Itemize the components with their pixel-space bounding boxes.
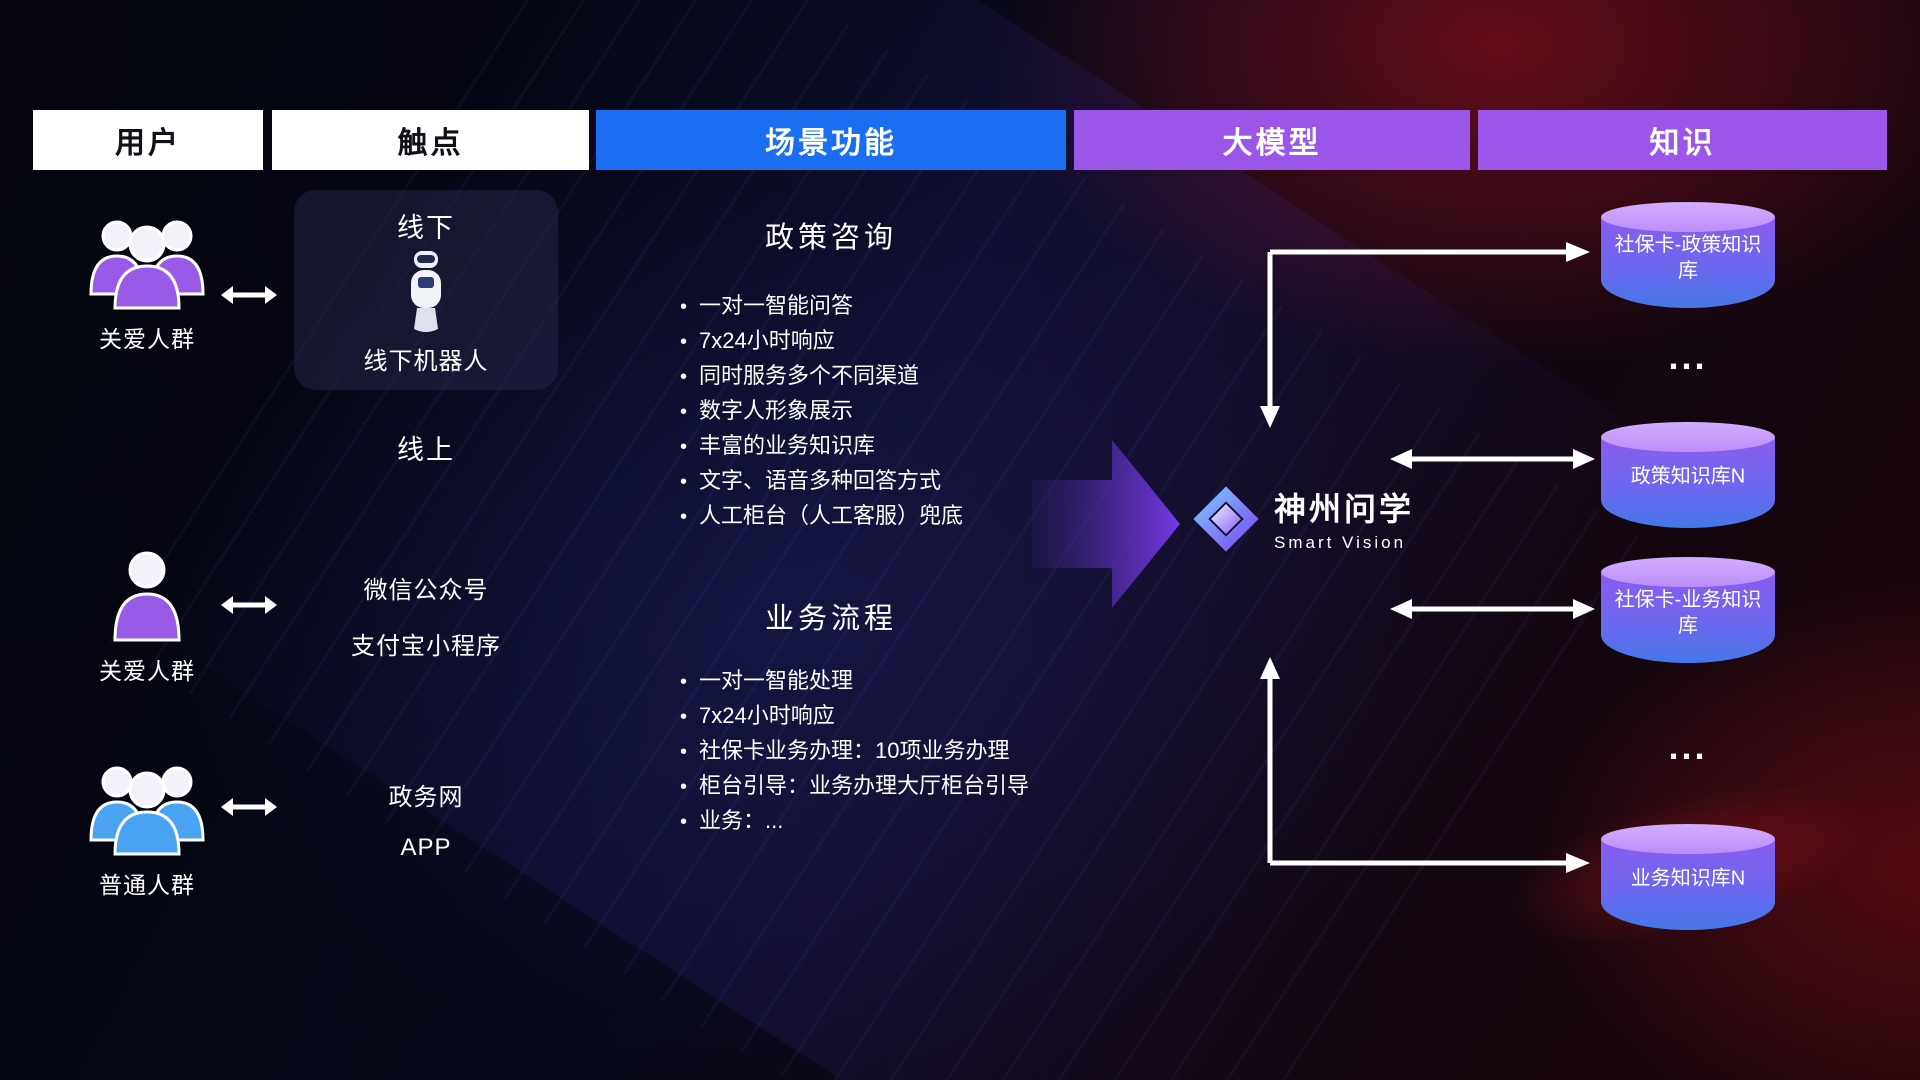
list-item: 社保卡业务办理：10项业务办理 — [680, 734, 1110, 769]
logo-text: 神州问学 Smart Vision — [1274, 484, 1414, 553]
cylinder-top — [1601, 202, 1775, 232]
channel-govweb: 政务网 — [388, 784, 464, 811]
channel-app: APP — [400, 834, 452, 861]
user-group-label: 关爱人群 — [99, 326, 195, 352]
column-header-scenario: 场景功能 — [596, 110, 1066, 170]
list-item: 7x24小时响应 — [680, 324, 1110, 359]
kb-socialcard-policy: 社保卡-政策知识库 — [1601, 202, 1775, 308]
elbow-arrow-top-icon — [1260, 242, 1590, 428]
logo-subtitle: Smart Vision — [1274, 533, 1407, 552]
logo-diamond-icon — [1193, 485, 1259, 552]
cylinder-body — [1601, 437, 1775, 528]
list-item: 数字人形象展示 — [680, 394, 1110, 429]
user-group-label: 普通人群 — [99, 872, 195, 898]
ellipsis: ... — [1668, 726, 1708, 767]
cylinder-top — [1601, 824, 1775, 854]
online-label: 线上 — [397, 435, 455, 465]
list-item: 一对一智能处理 — [680, 664, 1110, 699]
channel-alipay: 支付宝小程序 — [351, 633, 501, 660]
list-item: 7x24小时响应 — [680, 699, 1110, 734]
column-header-model: 大模型 — [1074, 110, 1470, 170]
people-group-blue-icon — [89, 766, 205, 856]
robot-icon — [411, 251, 441, 332]
user-group-label: 关爱人群 — [99, 658, 195, 684]
column-header-touchpoint: 触点 — [272, 110, 589, 170]
list-item: 同时服务多个不同渠道 — [680, 359, 1110, 394]
offline-label: 线下 — [397, 213, 455, 243]
ellipsis: ... — [1668, 336, 1708, 377]
section-title-process: 业务流程 — [764, 603, 897, 635]
cylinder-body — [1601, 217, 1775, 308]
list-item: 丰富的业务知识库 — [680, 429, 1110, 464]
cylinder-body — [1601, 839, 1775, 930]
column-header-knowledge: 知识 — [1478, 110, 1887, 170]
smart-vision-logo: 神州问学 Smart Vision — [1192, 484, 1414, 553]
person-purple-icon — [113, 551, 181, 642]
channel-wechat: 微信公众号 — [363, 577, 489, 604]
kb-policy-n: 政策知识库N — [1601, 422, 1775, 528]
kb-label: 社保卡-政策知识库 — [1614, 234, 1762, 283]
offline-touchpoint-card: 线下 线下机器人 — [294, 190, 558, 390]
list-item: 业务：... — [680, 804, 1110, 839]
user-group-care-1: 关爱人群 — [64, 206, 230, 354]
double-arrow-business-icon — [1390, 599, 1595, 619]
kb-label: 社保卡-业务知识库 — [1614, 589, 1762, 638]
logo-name: 神州问学 — [1274, 491, 1415, 527]
list-item: 一对一智能问答 — [680, 289, 1110, 324]
policy-feature-list: 一对一智能问答 7x24小时响应 同时服务多个不同渠道 数字人形象展示 丰富的业… — [680, 289, 1110, 534]
cylinder-top — [1601, 557, 1775, 587]
kb-socialcard-business: 社保卡-业务知识库 — [1601, 557, 1775, 663]
flow-arrow-icon — [1032, 440, 1180, 608]
people-group-purple-icon — [89, 220, 205, 310]
bidirectional-arrow-icon — [221, 798, 277, 816]
section-title-policy: 政策咨询 — [764, 222, 897, 254]
cylinder-top — [1601, 422, 1775, 452]
list-item: 人工柜台（人工客服）兜底 — [680, 499, 1110, 534]
kb-label: 政策知识库N — [1630, 465, 1746, 488]
offline-robot-label: 线下机器人 — [363, 348, 489, 375]
kb-business-n: 业务知识库N — [1601, 824, 1775, 930]
kb-label: 业务知识库N — [1630, 867, 1746, 890]
user-group-ordinary: 普通人群 — [64, 752, 230, 900]
list-item: 柜台引导：业务办理大厅柜台引导 — [680, 769, 1110, 804]
cylinder-body — [1601, 572, 1775, 663]
bidirectional-arrow-icon — [221, 596, 277, 614]
elbow-arrow-bottom-icon — [1260, 657, 1590, 873]
list-item: 文字、语音多种回答方式 — [680, 464, 1110, 499]
user-group-care-2: 关爱人群 — [64, 546, 230, 686]
bidirectional-arrow-icon — [221, 286, 277, 304]
double-arrow-policy-icon — [1390, 449, 1595, 469]
column-header-user: 用户 — [33, 110, 263, 170]
process-feature-list: 一对一智能处理 7x24小时响应 社保卡业务办理：10项业务办理 柜台引导：业务… — [680, 664, 1110, 839]
